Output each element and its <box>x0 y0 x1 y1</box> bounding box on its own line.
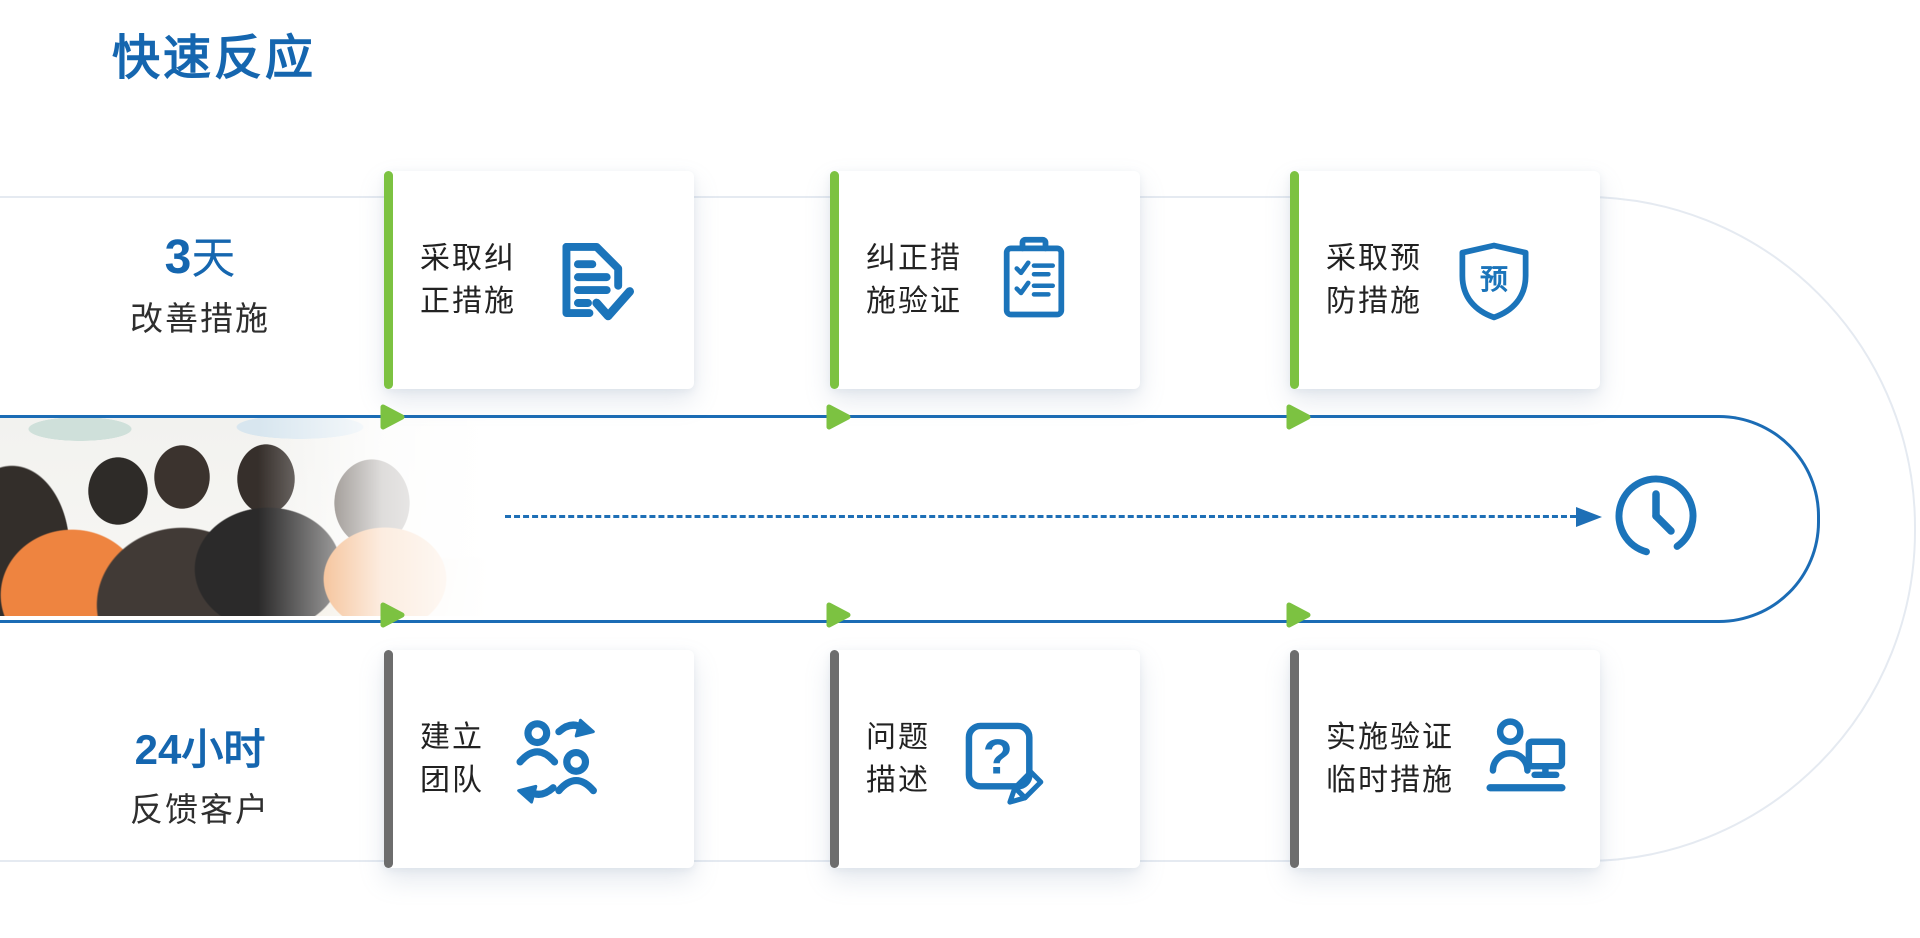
card-label: 问题描述 <box>866 720 930 798</box>
green-arrow-icon <box>376 599 408 631</box>
shield-badge-text: 预 <box>1479 264 1508 295</box>
card-label: 实施验证临时措施 <box>1326 720 1454 798</box>
step-card-interim-measures: 实施验证临时措施 <box>1290 650 1600 868</box>
card-label: 纠正措施验证 <box>866 241 962 319</box>
top-duration-unit: 天 <box>191 234 236 283</box>
shield-icon: 预 <box>1448 234 1540 326</box>
green-arrow-icon <box>822 401 854 433</box>
page-title: 快速反应 <box>112 32 317 85</box>
top-duration-value: 3 <box>164 231 192 284</box>
card-accent-bar <box>830 171 839 389</box>
bottom-duration-value: 24小时 <box>134 726 266 773</box>
green-arrow-icon <box>1282 599 1314 631</box>
person-workstation-icon <box>1480 713 1572 805</box>
top-duration-caption: 改善措施 <box>130 302 270 338</box>
document-check-icon <box>542 234 634 326</box>
card-accent-bar <box>1290 650 1299 868</box>
card-accent-bar <box>1290 171 1299 389</box>
card-accent-bar <box>384 171 393 389</box>
step-card-corrective-action: 采取纠正措施 <box>384 171 694 389</box>
flow-loop-line <box>0 415 1820 623</box>
clipboard-checklist-icon <box>988 234 1080 326</box>
dashed-arrow-head-icon <box>1576 507 1602 527</box>
question-edit-icon: ? <box>956 713 1048 805</box>
card-label: 采取纠正措施 <box>420 241 516 319</box>
team-cycle-icon <box>510 713 602 805</box>
card-label: 建立团队 <box>420 720 484 798</box>
meeting-photo <box>0 417 516 616</box>
bottom-duration-caption: 反馈客户 <box>130 793 270 829</box>
bottom-duration-label: 24小时 反馈客户 <box>38 716 362 831</box>
clock-icon <box>1608 468 1704 564</box>
green-arrow-icon <box>822 599 854 631</box>
card-accent-bar <box>384 650 393 868</box>
step-card-problem-description: 问题描述 ? <box>830 650 1140 868</box>
step-card-corrective-verification: 纠正措施验证 <box>830 171 1140 389</box>
card-label: 采取预防措施 <box>1326 241 1422 319</box>
green-arrow-icon <box>376 401 408 433</box>
card-accent-bar <box>830 650 839 868</box>
step-card-build-team: 建立团队 <box>384 650 694 868</box>
dashed-return-line <box>505 515 1576 518</box>
question-mark-glyph: ? <box>983 730 1013 784</box>
green-arrow-icon <box>1282 401 1314 433</box>
step-card-preventive-action: 采取预防措施 预 <box>1290 171 1600 389</box>
top-duration-label: 3天 改善措施 <box>38 222 362 340</box>
